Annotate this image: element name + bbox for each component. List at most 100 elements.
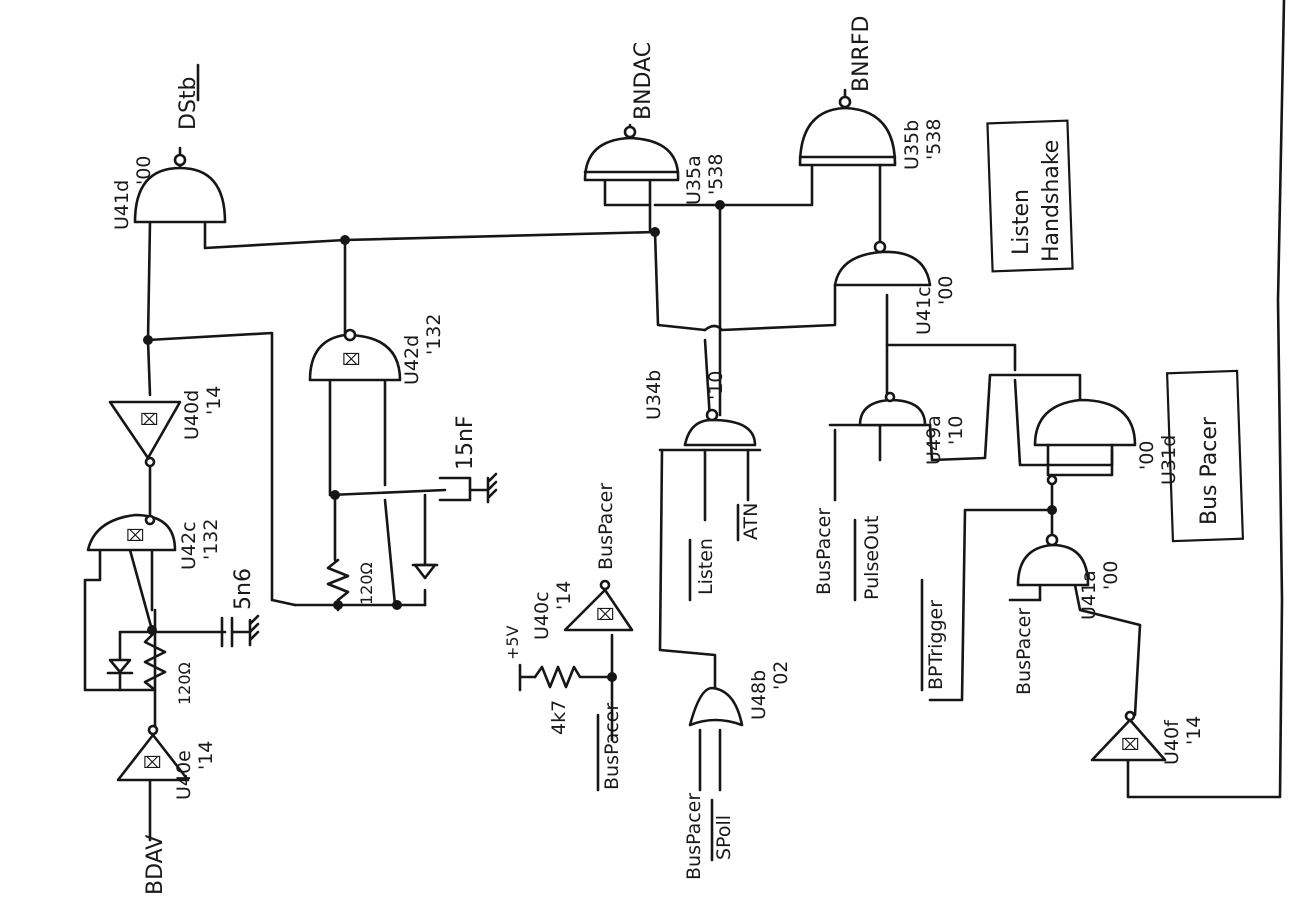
signal-bptrigger: BPTrigger	[925, 600, 947, 690]
svg-text:⌧: ⌧	[126, 526, 144, 545]
gate-u42d: ⌧	[308, 328, 402, 382]
signal-spoll: SPoll	[713, 815, 735, 860]
signal-bndac: BNDAC	[631, 42, 656, 120]
label-u31d: U31d '00	[1136, 435, 1180, 485]
gate-u41c	[833, 240, 932, 287]
gate-u31d	[1033, 398, 1137, 486]
signal-bnrfd: BNRFD	[849, 16, 874, 92]
gate-u41d	[133, 153, 227, 224]
svg-text:U41a: U41a	[1078, 570, 1100, 620]
diode-u42d	[411, 563, 439, 580]
svg-text:⌧: ⌧	[596, 605, 614, 624]
svg-text:U40e: U40e	[173, 750, 195, 800]
label-u42c: U42c '132	[178, 519, 222, 571]
signal-bdav: BDAV	[143, 835, 168, 895]
svg-text:'02: '02	[770, 661, 792, 690]
signal-pulseout: PulseOut	[861, 516, 883, 600]
section-listen-handshake-line2: Handshake	[1039, 140, 1064, 262]
svg-text:'00: '00	[1136, 441, 1158, 470]
sheet-border	[1126, 0, 1286, 799]
gate-u34b	[658, 408, 762, 452]
svg-text:⌧: ⌧	[140, 410, 158, 429]
section-bus-pacer: Bus Pacer	[1197, 416, 1222, 525]
capacitor-15nf	[438, 472, 498, 504]
svg-text:'14: '14	[1183, 716, 1205, 745]
svg-text:U49a: U49a	[923, 415, 945, 465]
label-u40c: U40c '14	[531, 581, 575, 640]
gate-u40c: ⌧	[563, 579, 634, 679]
label-r-u42d: 120Ω	[357, 562, 376, 605]
svg-text:'10: '10	[945, 416, 967, 445]
label-u41a: U41a '00	[1078, 561, 1122, 620]
label-r-4k7: 4k7	[548, 700, 570, 735]
label-u40e: U40e '14	[173, 741, 217, 800]
svg-text:'00: '00	[935, 276, 957, 305]
label-u40f: U40f '14	[1161, 716, 1205, 765]
signal-buspacer-pulse: BusPacer	[813, 508, 835, 595]
svg-text:U42c: U42c	[178, 521, 200, 570]
label-u35a: U35a '538	[683, 154, 727, 206]
gate-u48b	[688, 686, 744, 792]
svg-text:'14: '14	[553, 581, 575, 610]
label-u41d: U41d '00	[111, 156, 155, 230]
svg-text:'132: '132	[423, 314, 445, 356]
svg-text:'10: '10	[705, 371, 727, 400]
gate-u35b	[798, 95, 897, 167]
signal-buspacer-u41a: BusPacer	[1013, 608, 1035, 695]
svg-text:U41c: U41c	[913, 286, 935, 335]
svg-text:'00: '00	[133, 156, 155, 185]
svg-text:'132: '132	[200, 519, 222, 561]
gate-u40f: ⌧	[1090, 710, 1167, 762]
label-vcc: +5V	[503, 625, 522, 660]
gate-u40e: ⌧	[116, 724, 190, 782]
svg-text:U40f: U40f	[1161, 719, 1183, 765]
signal-atn: ATN	[740, 503, 762, 540]
listen-handshake-box	[986, 119, 1074, 273]
svg-text:U40d: U40d	[181, 390, 203, 440]
svg-text:'14: '14	[203, 386, 225, 415]
label-r-u42c: 120Ω	[175, 662, 194, 705]
resistor-u42d	[326, 558, 350, 602]
label-u40d: U40d '14	[181, 386, 225, 440]
svg-text:U34b: U34b	[643, 370, 665, 420]
svg-text:'538: '538	[705, 154, 727, 196]
label-u34b: U34b '10	[643, 370, 727, 420]
signal-buspacer-u40c: BusPacer	[595, 483, 617, 570]
section-listen-handshake-line1: Listen	[1009, 189, 1034, 255]
svg-text:'538: '538	[923, 119, 945, 161]
gate-u49a	[858, 391, 927, 427]
resistor-u42c	[143, 630, 167, 692]
gate-u42c: ⌧	[86, 513, 177, 552]
svg-text:U31d: U31d	[1158, 435, 1180, 485]
svg-text:'14: '14	[195, 741, 217, 770]
svg-text:⌧: ⌧	[342, 350, 360, 369]
label-c-15nf: 15nF	[453, 415, 478, 470]
svg-text:U41d: U41d	[111, 180, 133, 230]
gate-u35a	[583, 125, 680, 182]
label-u35b: U35b '538	[901, 119, 945, 171]
signal-buspacer-nor: BusPacer	[683, 793, 705, 880]
svg-text:⌧: ⌧	[1121, 735, 1139, 754]
label-u49a: U49a '10	[923, 415, 967, 465]
diode-u42c	[106, 658, 134, 675]
pullup-resistor-4k7	[518, 663, 614, 692]
label-u41c: U41c '00	[913, 276, 957, 335]
svg-text:⌧: ⌧	[143, 753, 161, 772]
signal-buspacer-bar: BusPacer	[601, 703, 623, 790]
gate-u40d: ⌧	[108, 400, 182, 468]
svg-text:'00: '00	[1100, 561, 1122, 590]
svg-text:U48b: U48b	[748, 670, 770, 720]
svg-text:U40c: U40c	[531, 591, 553, 640]
label-u48b: U48b '02	[748, 661, 792, 720]
svg-text:U42d: U42d	[401, 335, 423, 385]
bus-pacer-box	[1165, 369, 1245, 543]
svg-text:U35a: U35a	[683, 155, 705, 205]
signal-listen: Listen	[695, 538, 717, 595]
junction-dots	[143, 200, 1057, 682]
capacitor-5n6	[220, 614, 260, 648]
gate-u41a	[1016, 533, 1090, 587]
svg-text:U35b: U35b	[901, 120, 923, 170]
label-u42d: U42d '132	[401, 314, 445, 386]
label-c-5n6: 5n6	[231, 568, 256, 610]
